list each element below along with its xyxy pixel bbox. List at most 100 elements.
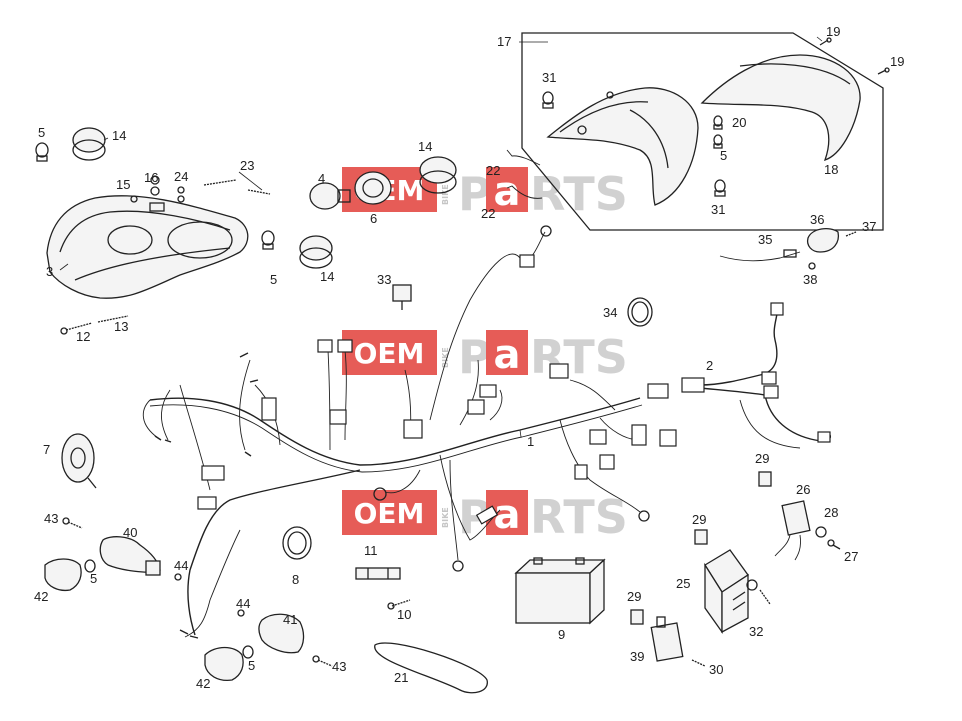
harness-rear-branch [184,529,241,638]
callout-13: 13 [114,319,128,334]
fuse-holder [475,505,499,525]
callout-1: 1 [527,434,534,449]
callout-14-right: 14 [418,139,432,154]
harness-trunk [149,397,641,466]
callout-20: 20 [732,115,746,130]
callout-12: 12 [76,329,90,344]
rear-light-lens-edge [739,63,851,85]
callout-5-signal-front: 5 [90,571,97,586]
screw-23 [203,179,271,195]
harness-branch-down [449,459,459,561]
harness-connector [317,339,333,353]
screw-12 [60,322,93,335]
harness-branch-down [439,454,501,541]
harness-connector [261,397,277,421]
bulb-31-bottom [714,179,726,197]
ring-terminal [540,225,552,237]
lens-42-b [204,646,244,681]
harness-connector [337,339,353,353]
callout-7: 7 [43,442,50,457]
inset-frame [521,32,884,231]
callout-2: 2 [706,358,713,373]
harness-branch [239,359,251,451]
callout-8: 8 [292,572,299,587]
sensor-33 [392,284,412,310]
callout-5-rear: 5 [720,148,727,163]
watermark-rts-text: RTS [530,490,628,544]
ring-terminal [638,510,650,522]
callout-22-b: 22 [481,206,495,221]
callout-43-rear: 43 [332,659,346,674]
horn-7 [61,433,97,489]
nut-44-a [174,573,182,581]
callout-14-top: 14 [112,128,126,143]
harness-tips [154,352,259,639]
callout-19-top: 19 [826,24,840,39]
harness-connector [329,409,347,425]
watermark-oem-text: OEM [354,337,425,370]
wire-22-b [506,185,543,199]
callout-24: 24 [174,169,188,184]
clamp-34 [627,297,653,327]
harness-2-wire [739,399,801,449]
cap-14-a [72,127,106,161]
clip-29-a [758,471,772,487]
callout-3: 3 [46,264,53,279]
harness-connector [659,429,677,447]
watermark-bike-text: BIKE [441,184,450,205]
headlight-housing [46,195,249,299]
callout-15: 15 [116,177,130,192]
belt-21 [374,642,488,694]
harness-branch-up [327,349,331,451]
bulb-5-rear [713,134,723,149]
ring-terminal [373,487,387,501]
watermark-a-box [486,330,528,375]
callout-30: 30 [709,662,723,677]
fuse-11 [355,567,401,580]
watermark-bike-text: BIKE [441,347,450,368]
harness-connector [631,424,647,446]
harness-branch [161,389,171,441]
screw-10 [387,599,411,610]
callout-29-a: 29 [755,451,769,466]
turn-signal-front [44,517,182,592]
harness-2-connector [763,385,779,399]
callout-39: 39 [630,649,644,664]
watermark-top: OEM BIKE P a RTS [342,167,628,221]
watermark-oem-box [342,490,437,535]
harness-2-connector [681,377,705,393]
callout-10: 10 [397,607,411,622]
callout-37: 37 [862,219,876,234]
regulator-25 [704,549,749,635]
main-harness [142,225,677,639]
part-16 [150,186,160,196]
harness-connector [574,464,588,480]
wire-22-a [506,149,541,166]
callout-5-signal-rear: 5 [248,658,255,673]
callout-41: 41 [283,612,297,627]
harness-connector [197,496,217,510]
callout-9: 9 [558,627,565,642]
harness-connector [647,383,669,399]
cap-14-c [419,156,457,194]
bulb-31-top [542,91,554,109]
callout-31-top: 31 [542,70,556,85]
headlight-reflector [107,225,153,255]
rear-light-socket [606,91,614,99]
harness-2-connector [817,431,831,443]
watermark-bottom: OEM BIKE P a RTS [342,490,628,544]
harness-connector [589,429,607,445]
leader-lines [59,36,823,438]
headlight-bracket [149,202,165,212]
callout-29-c: 29 [627,589,641,604]
screw-37 [845,231,857,237]
callout-44-rear: 44 [236,596,250,611]
screw-43-b [312,655,333,667]
callout-23: 23 [240,158,254,173]
callout-17: 17 [497,34,511,49]
watermark-rts-text: RTS [530,330,628,384]
screw-30 [691,659,706,667]
bulb-4 [309,182,351,210]
harness-connector [479,384,497,398]
